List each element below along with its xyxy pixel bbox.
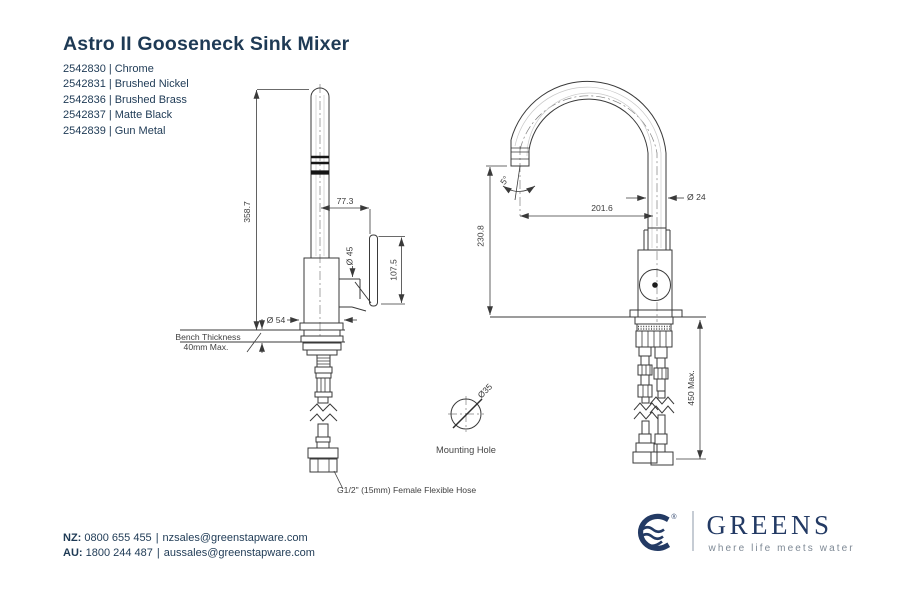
mounting-hole-label: Mounting Hole xyxy=(436,445,496,455)
bench-thickness-note: Bench Thickness 40mm Max. xyxy=(175,319,265,353)
dim-spout-tube-diameter-label: Ø 24 xyxy=(687,192,706,202)
dim-body-diameter: Ø 45 xyxy=(345,246,356,277)
hose-break-symbol xyxy=(309,403,338,412)
variant-row: 2542831|Brushed Nickel xyxy=(63,77,189,92)
variant-separator: | xyxy=(108,63,112,75)
au-email: aussales@greenstapware.com xyxy=(163,546,315,559)
contact-au: AU: 1800 244 487|aussales@greenstapware.… xyxy=(63,546,315,561)
side-handle-lever xyxy=(369,234,378,307)
dim-spout-angle-label: 5° xyxy=(498,174,511,186)
dim-hose-length: 450 Max. xyxy=(676,320,706,460)
variant-row: 2542830|Chrome xyxy=(63,62,189,77)
dim-spout-angle: 5° xyxy=(498,165,536,201)
variant-separator: | xyxy=(108,78,112,91)
dim-height-to-outlet-label: 230.8 xyxy=(476,225,486,247)
front-spout-outline xyxy=(510,80,671,250)
side-underbench-hardware xyxy=(300,329,344,473)
au-label: AU: xyxy=(63,546,83,559)
dim-height-to-outlet: 230.8 xyxy=(476,165,507,315)
dim-body-diameter-label: Ø 45 xyxy=(345,246,355,265)
dim-overall-height: 358.7 xyxy=(242,89,309,330)
dim-hose-length-label: 450 Max. xyxy=(686,370,696,405)
dim-spout-reach: 201.6 xyxy=(520,203,653,219)
variant-code: 2542836 xyxy=(63,93,106,106)
brand-tagline: where life meets water xyxy=(708,543,855,554)
logo-divider xyxy=(692,511,694,551)
front-pivot-circle xyxy=(639,269,671,301)
side-view-drawing: 358.7 77.3 Ø 45 107.5 Ø 54 xyxy=(175,84,476,495)
dim-handle-height: 107.5 xyxy=(378,236,405,305)
variant-code: 2542830 xyxy=(63,63,106,75)
front-pivot-dot xyxy=(652,282,658,288)
logo-text-block: GREENS where life meets water xyxy=(706,506,855,555)
side-body-outline xyxy=(299,234,378,331)
variant-row: 2542836|Brushed Brass xyxy=(63,93,189,108)
contact-nz: NZ: 0800 655 455|nzsales@greenstapware.c… xyxy=(63,531,315,546)
front-underbench-hardware xyxy=(632,316,675,466)
nz-phone: 0800 655 455 xyxy=(84,532,152,544)
variant-code: 2542839 xyxy=(63,124,106,137)
au-phone: 1800 244 487 xyxy=(85,546,153,559)
variant-code: 2542831 xyxy=(63,78,106,91)
front-view-drawing: 5° 230.8 201.6 Ø 24 450 Max. xyxy=(476,80,706,466)
greens-logo-mark: ® xyxy=(638,513,677,551)
mounting-hole-diameter-label: Ø35 xyxy=(476,381,495,400)
dim-base-diameter-label: Ø 54 xyxy=(267,315,286,325)
mounting-hole-detail: Ø35 Mounting Hole xyxy=(436,381,496,455)
nz-email: nzsales@greenstapware.com xyxy=(162,532,308,544)
variant-separator: | xyxy=(108,93,112,106)
front-body-outline xyxy=(629,249,683,318)
bench-note-line1: Bench Thickness xyxy=(175,332,240,342)
dim-spout-tube-diameter: Ø 24 xyxy=(626,192,706,202)
dim-spout-reach-label: 201.6 xyxy=(591,203,613,213)
au-separator: | xyxy=(156,546,160,559)
nz-separator: | xyxy=(155,532,159,544)
variant-finish: Matte Black xyxy=(114,109,173,122)
variant-row: 2542839|Gun Metal xyxy=(63,124,189,139)
variant-code: 2542837 xyxy=(63,109,106,122)
side-base-flange xyxy=(299,322,344,331)
variant-finish: Brushed Brass xyxy=(114,93,187,106)
bench-note-line2: 40mm Max. xyxy=(184,342,229,352)
contact-info: NZ: 0800 655 455|nzsales@greenstapware.c… xyxy=(63,531,315,560)
page-title: Astro II Gooseneck Sink Mixer xyxy=(63,33,350,55)
variant-row: 2542837|Matte Black xyxy=(63,108,189,123)
variant-separator: | xyxy=(108,109,112,122)
dim-handle-height-label: 107.5 xyxy=(389,259,399,281)
variant-finish: Brushed Nickel xyxy=(114,78,189,91)
dim-base-diameter: Ø 54 xyxy=(267,315,357,325)
variant-list: 2542830|Chrome 2542831|Brushed Nickel 25… xyxy=(63,62,189,139)
dim-spout-offset-label: 77.3 xyxy=(337,196,354,206)
variant-separator: | xyxy=(108,124,112,137)
variant-finish: Gun Metal xyxy=(114,124,166,137)
mounting-hole-circle xyxy=(450,398,482,430)
hose-break-symbol xyxy=(649,396,675,405)
variant-finish: Chrome xyxy=(114,63,154,75)
hose-note: G1/2" (15mm) Female Flexible Hose xyxy=(333,470,476,495)
dim-overall-height-label: 358.7 xyxy=(242,201,252,223)
side-spout-outline xyxy=(310,87,330,258)
hose-note-label: G1/2" (15mm) Female Flexible Hose xyxy=(337,485,476,495)
brand-name: GREENS xyxy=(706,510,833,540)
registered-mark: ® xyxy=(671,513,677,521)
greens-logo: ® GREENS where life meets water xyxy=(629,506,855,556)
dim-spout-offset: 77.3 xyxy=(321,196,371,234)
hose-break-symbol xyxy=(633,402,659,411)
nz-label: NZ: xyxy=(63,532,82,544)
